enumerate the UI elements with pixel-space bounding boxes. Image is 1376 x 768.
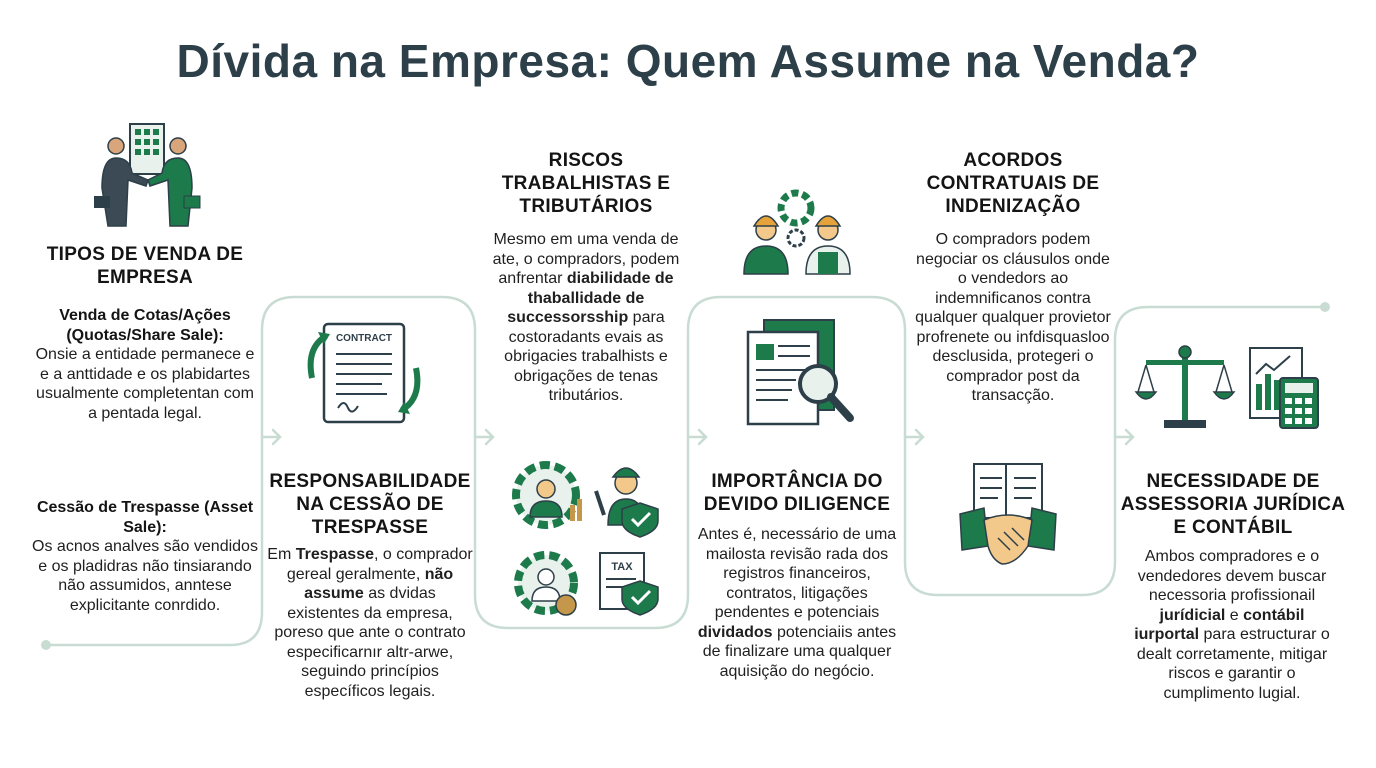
tax-label: TAX bbox=[611, 561, 633, 573]
contract-icon: CONTRACT bbox=[307, 322, 421, 424]
page-title: Dívida na Empresa: Quem Assume na Venda? bbox=[176, 35, 1200, 87]
riscos-text: Mesmo em uma venda de ate, o compradors,… bbox=[492, 231, 680, 404]
diligence-text: Antes é, necessário de uma mailosta revi… bbox=[697, 526, 897, 680]
tipos-text-2: Os acnos analves são vendidos e os pladi… bbox=[32, 538, 258, 614]
assessoria-text: Ambos compradores e o vendedores devem b… bbox=[1134, 548, 1330, 702]
tipos-heading: TIPOS DE VENDA DE EMPRESA bbox=[46, 244, 244, 288]
acordos-text: O compradors podem negociar os cláusulos… bbox=[915, 231, 1111, 404]
diligence-heading: IMPORTÂNCIA DO DEVIDO DILIGENCE bbox=[703, 471, 891, 515]
responsabilidade-heading: RESPONSABILIDADE NA CESSÃO DE TRESPASSE bbox=[269, 471, 471, 538]
document-search-icon bbox=[746, 319, 854, 426]
acordos-heading: ACORDOS CONTRATUAIS DE INDENIZAÇÃO bbox=[926, 150, 1100, 217]
agreement-handshake-icon bbox=[959, 463, 1057, 565]
contract-label: CONTRACT bbox=[336, 333, 392, 344]
riscos-heading: RISCOS TRABALHISTAS E TRIBUTÁRIOS bbox=[501, 150, 671, 217]
scale-calculator-icon bbox=[1134, 345, 1319, 429]
tipos-text-1: Onsie a entidade permanece e e a anttida… bbox=[35, 346, 255, 422]
assessoria-heading: NECESSIDADE DE ASSESSORIA JURÍDICA E CON… bbox=[1120, 471, 1346, 538]
handshake-business-icon bbox=[94, 123, 201, 227]
tipos-subheading-1: Venda de Cotas/Ações (Quotas/Share Sale)… bbox=[59, 307, 231, 344]
responsabilidade-text: Em Trespasse, o comprador gereal geralme… bbox=[267, 546, 473, 700]
workers-gear-icon bbox=[743, 189, 851, 275]
tipos-subheading-2: Cessão de Trespasse (Asset Sale): bbox=[36, 499, 254, 536]
labor-tax-icons: TAX bbox=[512, 461, 659, 616]
